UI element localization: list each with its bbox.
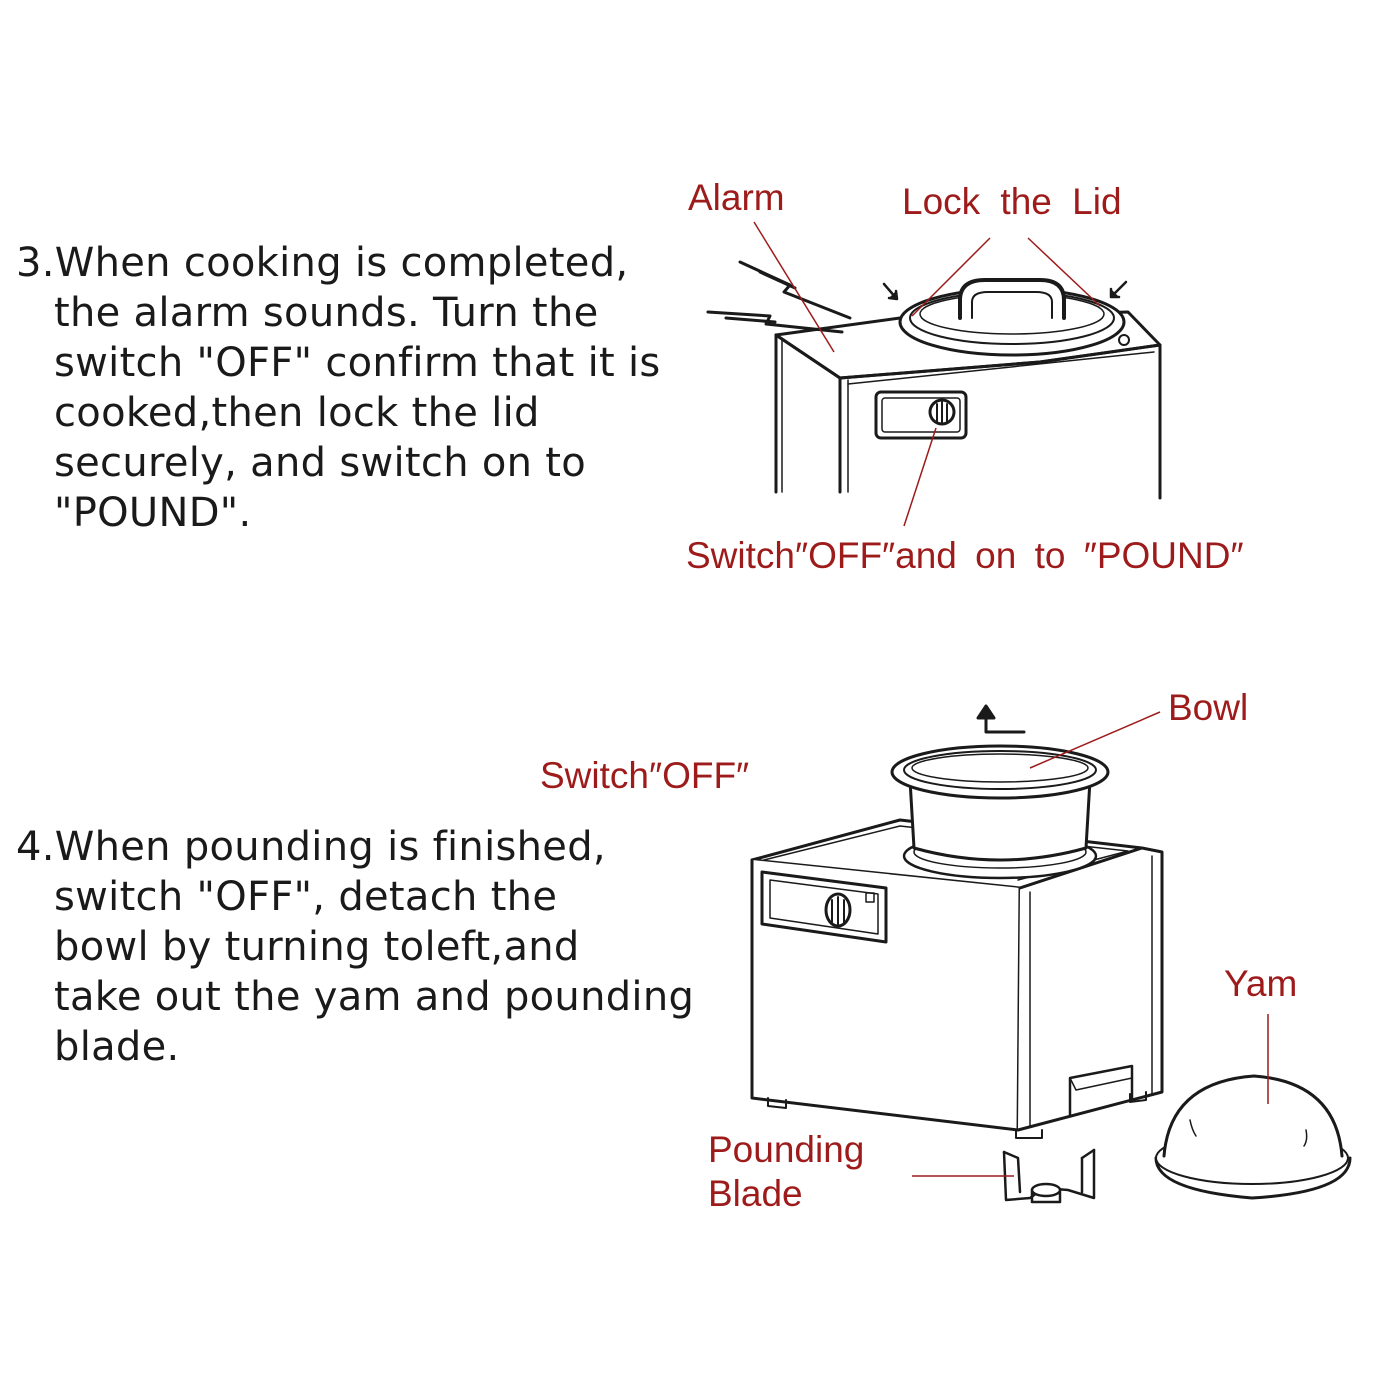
bowl-label: Bowl [1168,687,1249,728]
step-4-line-5: blade. [54,1024,180,1070]
step-3-line-1: 3.When cooking is completed, [16,240,629,286]
step-4-line-2: switch "OFF", detach the [54,874,558,920]
pounding-blade-label-line-1: Pounding [708,1129,865,1170]
step-3-line-5: securely, and switch on to [54,440,587,486]
yam-icon [1154,1074,1352,1200]
step-4-line-1: 4.When pounding is finished, [16,824,606,870]
pounding-blade-label-line-2: Blade [708,1173,803,1214]
lid-icon [898,278,1126,357]
step-4-line-4: take out the yam and pounding [54,974,695,1020]
lock-arrows-icon [882,280,1128,301]
pounding-blade-icon [1002,1148,1096,1204]
turn-left-arrow-icon [976,704,1026,734]
step-4-instructions: 4.When pounding is finished, switch "OFF… [16,822,694,1072]
yam-label: Yam [1224,963,1298,1004]
switch-off-pound-label: Switch″OFF″and on to ″POUND″ [686,535,1244,576]
step-3-instructions: 3.When cooking is completed, the alarm s… [16,238,661,538]
alarm-label: Alarm [688,177,785,218]
pounding-blade-label: Pounding Blade [708,1128,864,1216]
bowl-icon [890,744,1110,880]
step-3-line-6: "POUND". [54,490,252,536]
step-4-leader-lines [912,711,1269,1177]
step-3-line-4: cooked,then lock the lid [54,390,540,436]
step-3-line-2: the alarm sounds. Turn the [54,290,599,336]
alarm-sound-icon [706,260,852,334]
switch-off-label: Switch″OFF″ [540,755,750,796]
lock-lid-label: Lock the Lid [902,181,1122,222]
step-3-leader-lines [753,221,1101,527]
step-3-line-3: switch "OFF" confirm that it is [54,340,661,386]
step-4-line-3: bowl by turning toleft,and [54,924,580,970]
